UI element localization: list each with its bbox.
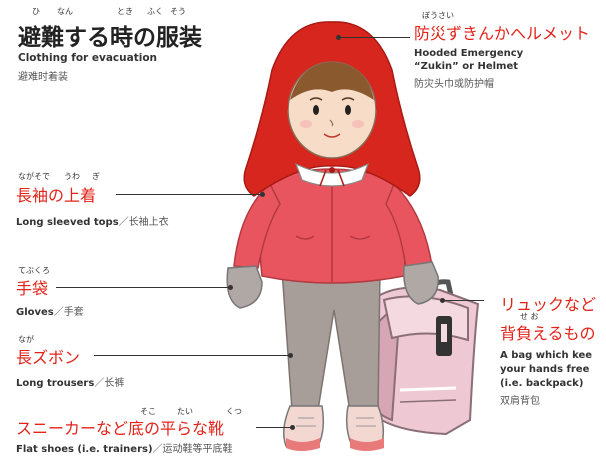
bag-label-cn: 双肩背包 (500, 396, 540, 407)
shoes-pointer-dot (290, 425, 295, 430)
bag-label-jp-1: リュックなど (500, 295, 597, 314)
trousers-illustration (281, 269, 381, 413)
trousers-label-en: Long trousers (16, 378, 95, 389)
trousers-ruby: なが (18, 335, 34, 344)
hood-pointer-dot (336, 35, 341, 40)
title-ruby-fuku: ふく (147, 7, 163, 16)
bag-pointer-dot (440, 298, 445, 303)
title-ruby-sou: そう (170, 7, 186, 16)
tops-pointer-dot (260, 192, 265, 197)
hood-label-en-2: “Zukin” or Helmet (414, 61, 519, 72)
gloves-label-jp: 手袋 (16, 279, 49, 298)
shoes-label-text: Flat shoes (i.e. trainers)／运动鞋等平底鞋 (16, 440, 233, 455)
gloves-label-sep: ／ (53, 307, 64, 318)
shoes-ruby-kutsu: くつ (226, 407, 242, 416)
gloves-pointer-line (56, 287, 230, 288)
bag-label-en-1: A bag which kee (500, 350, 593, 361)
tops-label-jp: 長袖の上着 (16, 186, 97, 205)
bag-label-en-3: (i.e. backpack) (500, 378, 584, 389)
gloves-label-text: Gloves／手套 (16, 303, 84, 318)
hood-label-cn: 防灾头巾或防护帽 (414, 79, 494, 90)
gloves-ruby: てぶくろ (18, 266, 50, 275)
hood-pointer-line (340, 37, 410, 38)
trousers-label-cn: 长裤 (104, 378, 125, 389)
title-chinese: 避难时着装 (18, 72, 68, 83)
tops-ruby-gi: ぎ (92, 172, 100, 181)
tops-ruby-uwa: うわ (64, 172, 80, 181)
tops-ruby-nagasode: ながそで (18, 172, 50, 181)
trousers-pointer-line (94, 355, 290, 356)
tops-label-text: Long sleeved tops／长袖上衣 (16, 213, 169, 228)
shoes-label-en: Flat shoes (i.e. trainers) (16, 444, 153, 455)
title-ruby-hi: ひ (32, 7, 40, 16)
tops-pointer-line (116, 194, 262, 195)
page-title: 避難する時の服装 (18, 25, 202, 51)
hood-ruby: ぼうさい (422, 11, 454, 20)
bag-pointer-line (444, 300, 484, 301)
title-english: Clothing for evacuation (18, 52, 158, 64)
shoes-label-sep: ／ (152, 444, 163, 455)
tops-label-en: Long sleeved tops (16, 217, 119, 228)
collar-illustration (294, 162, 370, 187)
hood-label-en-1: Hooded Emergency (414, 48, 524, 59)
trousers-label-jp: 長ズボン (16, 348, 81, 367)
face-illustration (287, 61, 377, 159)
shoes-illustration (283, 405, 385, 451)
shoes-ruby-tai: たい (177, 407, 193, 416)
bag-label-en-2: your hands free (500, 364, 590, 375)
shoes-label-cn: 运动鞋等平底鞋 (162, 444, 233, 455)
gloves-pointer-dot (228, 285, 233, 290)
gloves-label-en: Gloves (16, 307, 54, 318)
shoes-label-jp: スニーカーなど底の平らな靴 (16, 419, 225, 438)
trousers-label-sep: ／ (94, 378, 105, 389)
bag-ruby: せ お (520, 312, 539, 321)
trousers-pointer-dot (288, 353, 293, 358)
hood-label-jp: 防災ずきんかヘルメット (414, 24, 591, 43)
tops-label-sep: ／ (118, 217, 129, 228)
shoes-ruby-soko: そこ (140, 407, 156, 416)
title-ruby-nan: なん (57, 7, 73, 16)
bag-label-jp-2: 背負えるもの (500, 324, 596, 343)
trousers-label-text: Long trousers／长裤 (16, 374, 124, 389)
title-ruby-toki: とき (117, 7, 133, 16)
backpack-illustration (358, 279, 480, 436)
shoes-pointer-line (256, 427, 292, 428)
gloves-label-cn: 手套 (63, 307, 84, 318)
gloves-illustration (226, 261, 439, 309)
tops-label-cn: 长袖上衣 (128, 217, 169, 228)
